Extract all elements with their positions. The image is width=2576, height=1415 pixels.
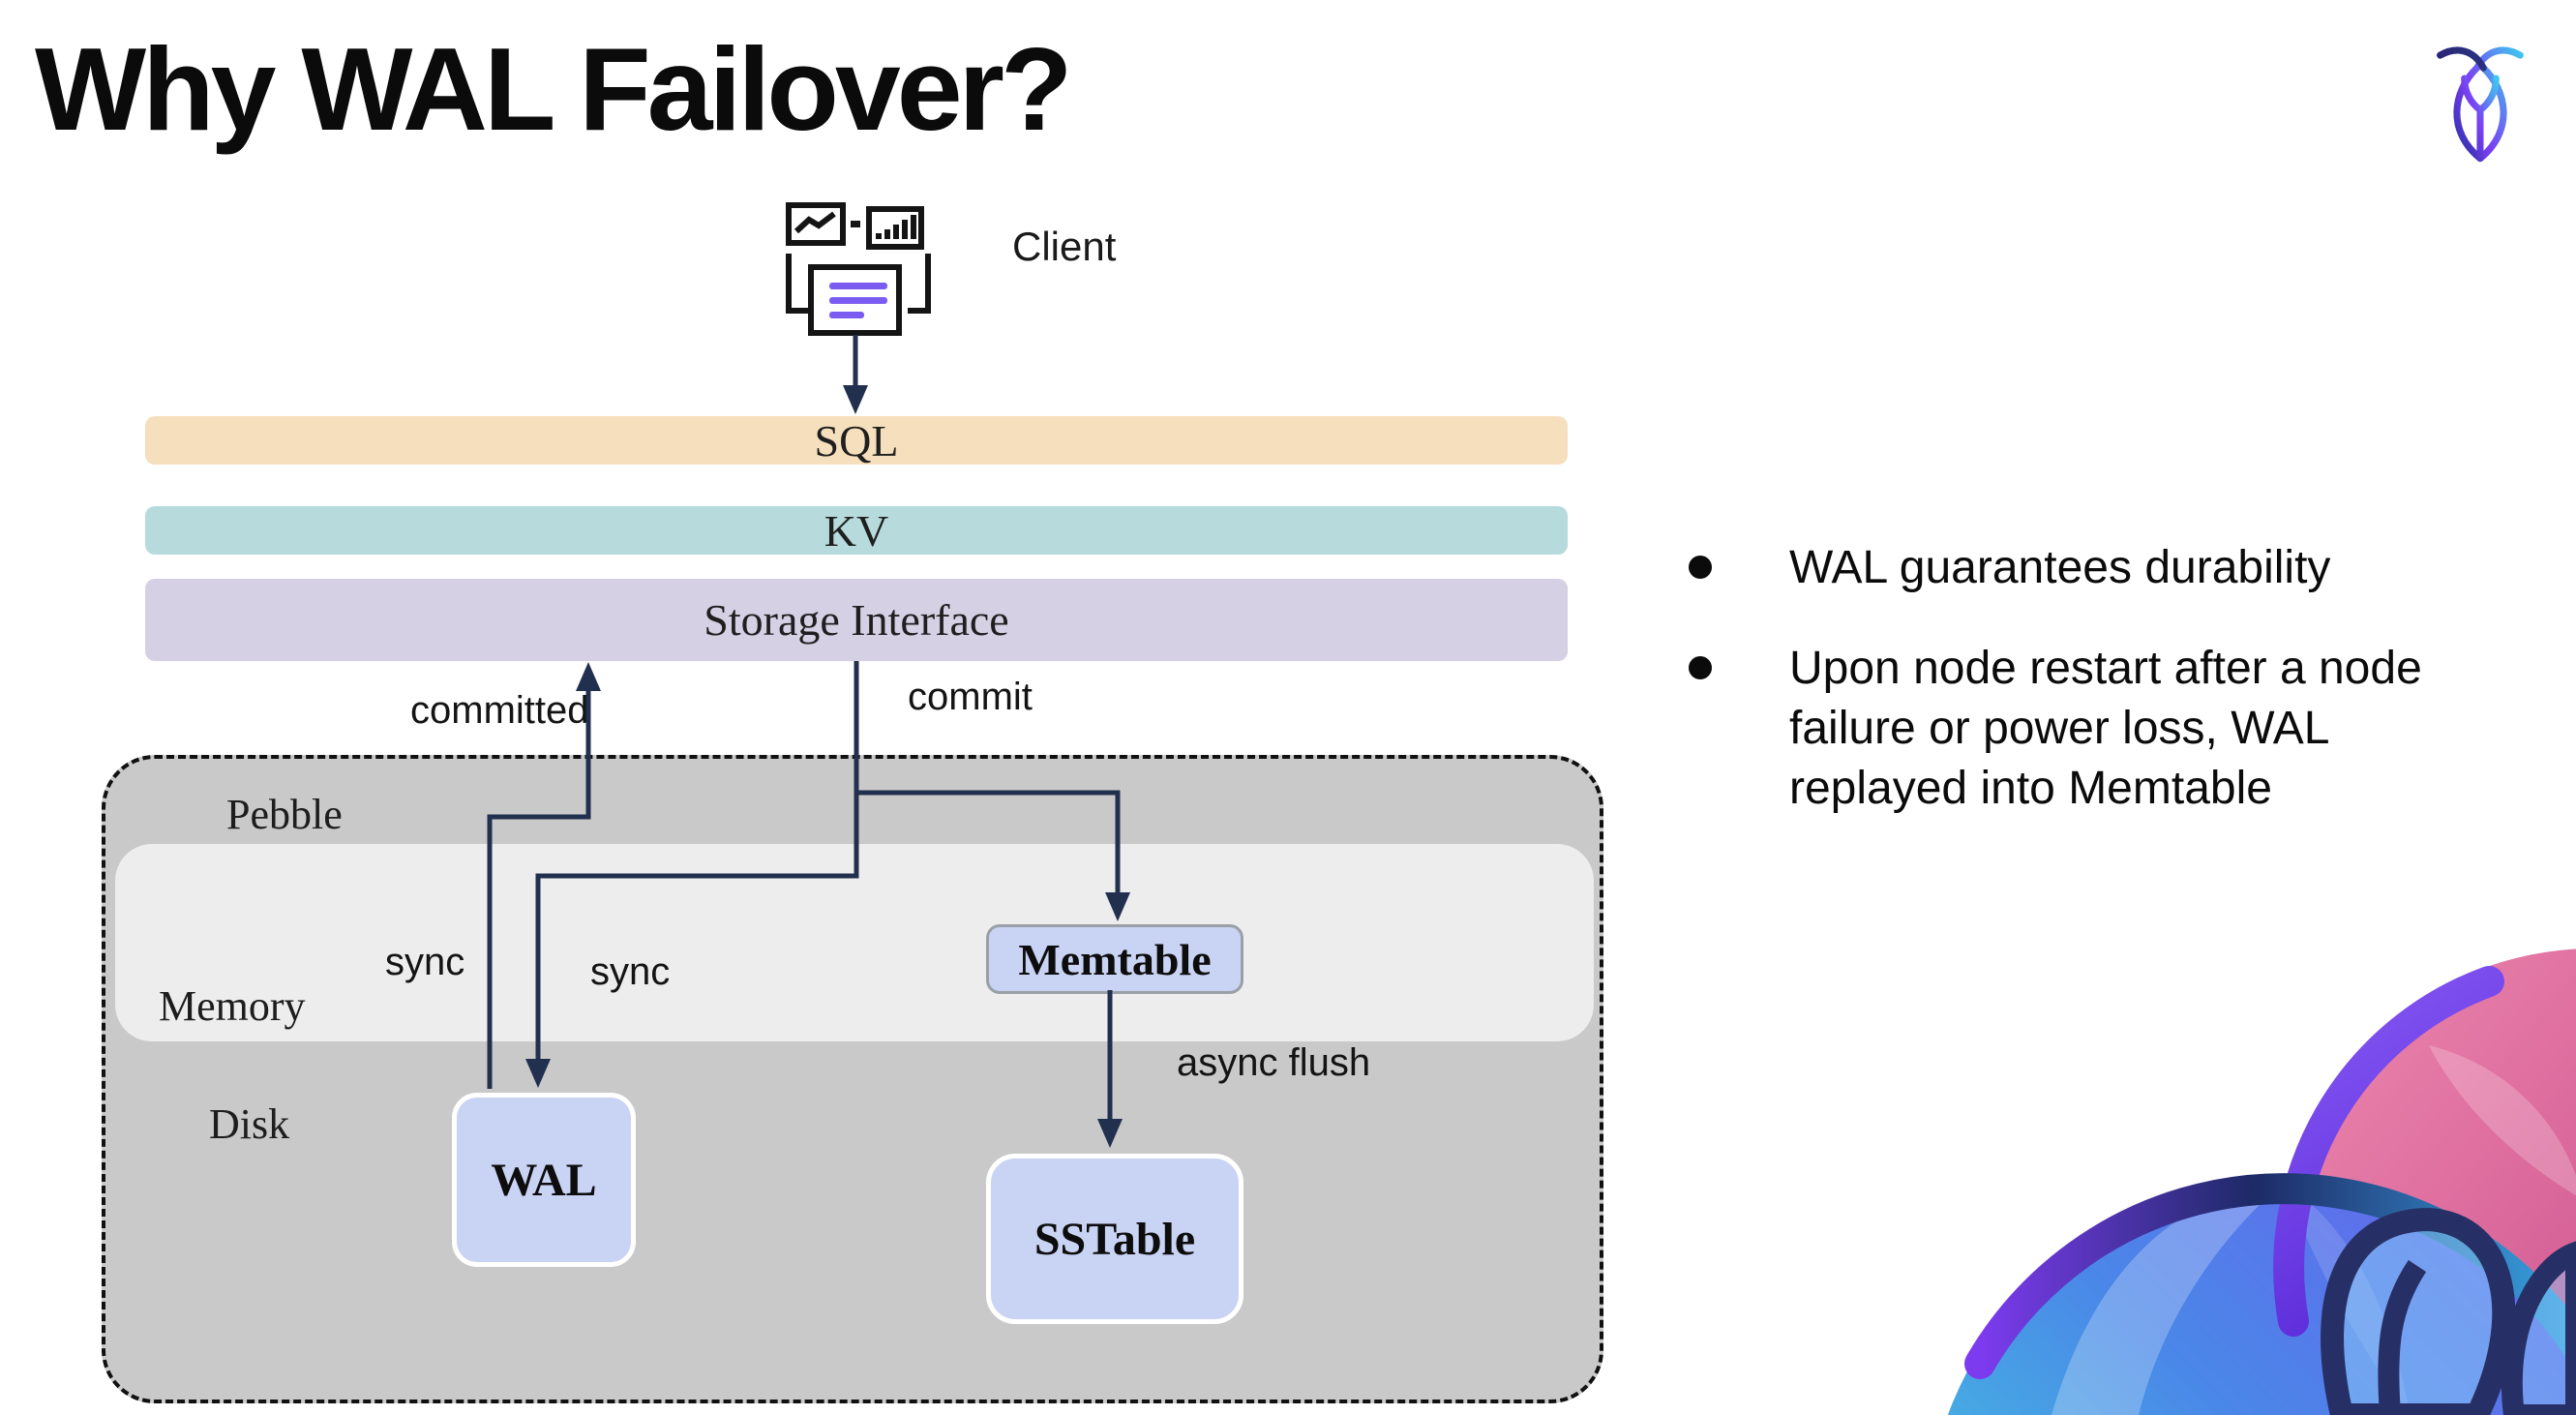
edge-label-sync-right: sync (590, 950, 671, 993)
disk-label: Disk (209, 1100, 290, 1148)
bullet-dot-icon (1689, 656, 1712, 679)
client-icon (786, 198, 931, 336)
layer-kv: KV (145, 505, 1568, 556)
arrowhead-into-sql (843, 385, 868, 414)
layer-sql-label: SQL (814, 415, 899, 466)
sstable-label: SSTable (1033, 1213, 1196, 1265)
bullet-text: Upon node restart after a node failure o… (1789, 643, 2422, 814)
bullet-list: WAL guarantees durability Upon node rest… (1689, 538, 2560, 859)
pebble-container: Pebble Memory Disk sync sync async flush… (102, 755, 1603, 1403)
memory-label: Memory (159, 982, 306, 1030)
wal-node: WAL (452, 1093, 636, 1267)
pebble-label: Pebble (226, 791, 343, 838)
client-label: Client (1012, 224, 1117, 269)
edge-label-commit: commit (908, 676, 1033, 718)
wal-label: WAL (491, 1154, 597, 1206)
memory-region (115, 844, 1594, 1041)
page-title: Why WAL Failover? (35, 23, 1073, 155)
memtable-label: Memtable (1018, 934, 1212, 984)
edge-label-sync-left: sync (385, 941, 465, 983)
bullet-dot-icon (1689, 556, 1712, 579)
edge-label-async-flush: async flush (1177, 1041, 1371, 1084)
document-icon (808, 264, 902, 336)
layer-storage-interface: Storage Interface (145, 579, 1568, 661)
memtable-node: Memtable (986, 924, 1243, 994)
bullet-text: WAL guarantees durability (1789, 542, 2331, 593)
layer-storage-label: Storage Interface (704, 595, 1009, 645)
arrowhead-into-storage (576, 662, 601, 691)
cockroachdb-logo-icon (2427, 43, 2533, 163)
brand-artwork (1947, 948, 2576, 1415)
list-item: Upon node restart after a node failure o… (1689, 639, 2560, 819)
dash-connector (851, 221, 860, 227)
layer-sql: SQL (145, 415, 1568, 466)
bar-chart-icon (866, 206, 924, 250)
line-chart-icon (786, 202, 846, 246)
bracket-left-icon (786, 254, 809, 314)
layer-kv-label: KV (824, 505, 889, 556)
bracket-right-icon (908, 254, 931, 314)
edge-label-committed: committed (410, 689, 589, 732)
sstable-node: SSTable (986, 1154, 1243, 1324)
list-item: WAL guarantees durability (1689, 538, 2560, 598)
